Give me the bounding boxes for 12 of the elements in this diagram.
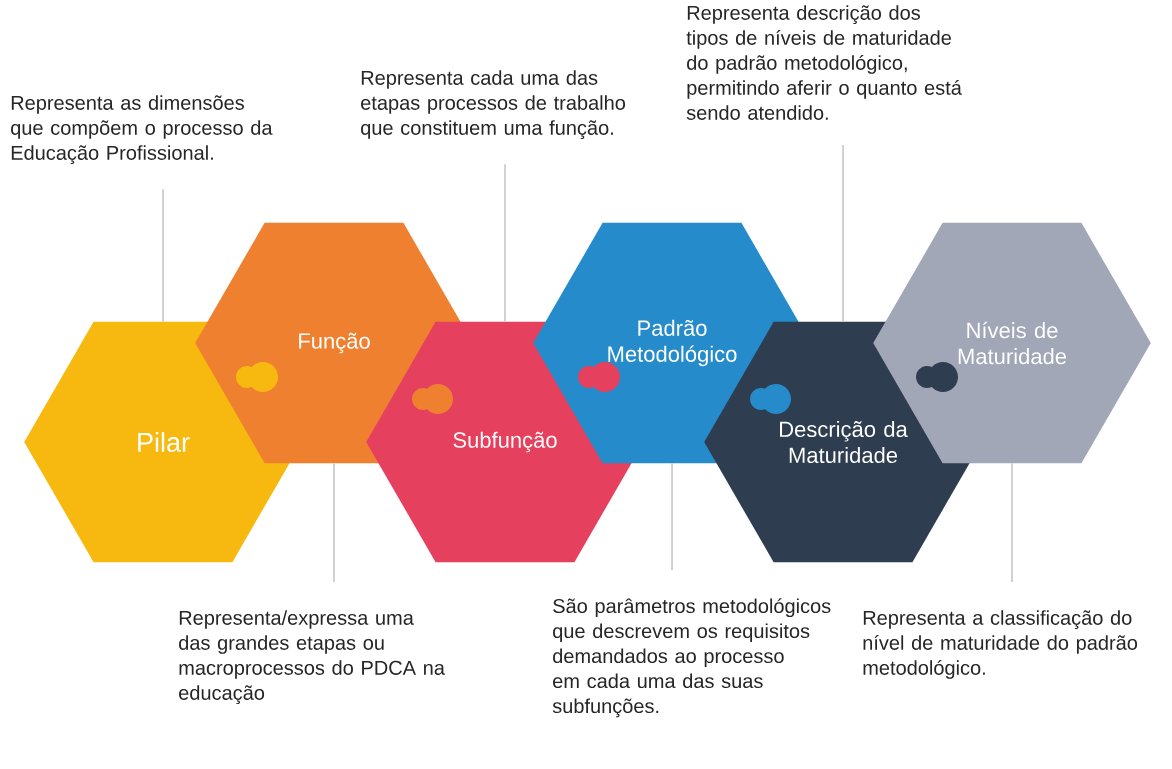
leader-line	[162, 188, 164, 323]
leader-line	[1011, 462, 1013, 583]
leader-line	[842, 144, 844, 323]
description-text: Representa/expressa uma das grandes etapas ou macroprocessos do PDCA na educação	[179, 610, 445, 704]
leader-line	[671, 462, 673, 571]
description-text: Representa a classificação do nível de maturidade do padrão metodológico.	[863, 610, 1138, 679]
description-text: São parâmetros metodológicos que descrevem os requisitos demandados ao processo em cada uma das suas subfunções.	[552, 598, 831, 718]
leader-line	[504, 163, 506, 323]
description-text: Representa descrição dos tipos de níveis de maturidade do padrão metodológico, permitindo aferir o quanto está sendo atendido.	[686, 5, 962, 120]
description-text: Representa cada uma das etapas processos de trabalho que constituem uma função.	[361, 70, 626, 139]
leader-line	[333, 462, 335, 583]
description-text: Representa as dimensões que compõem o processo da Educação Profissional.	[11, 95, 273, 164]
